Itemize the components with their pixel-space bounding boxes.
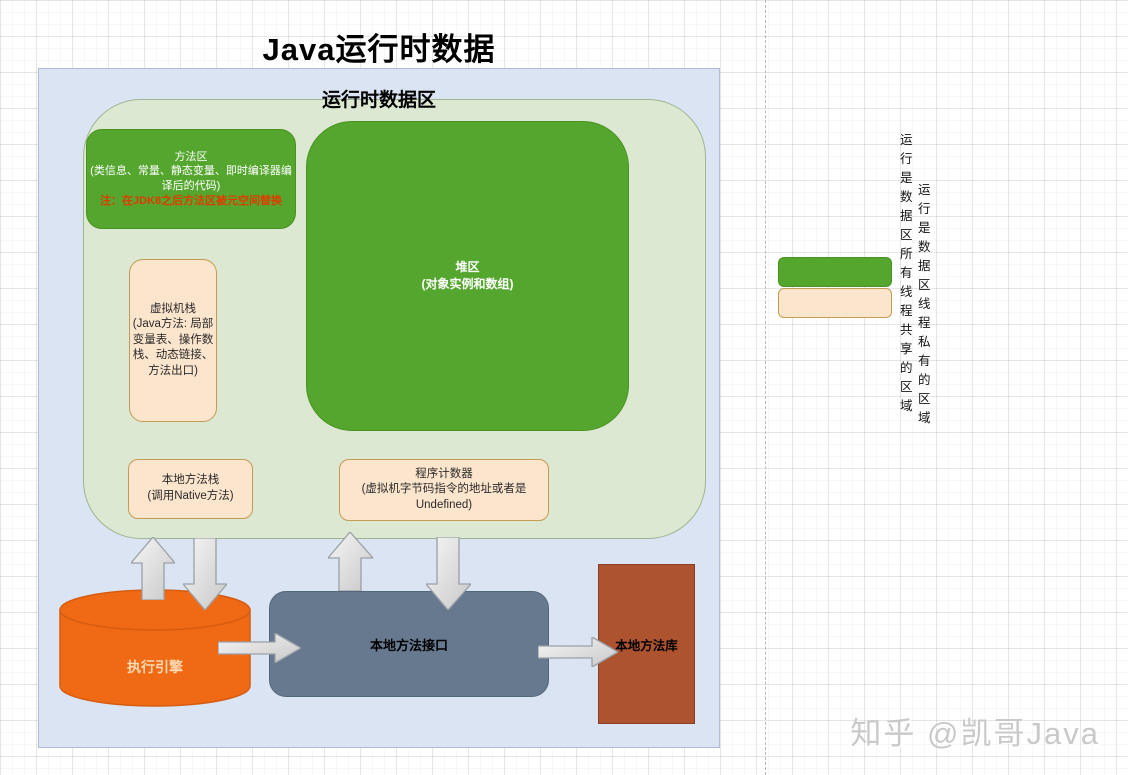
arrow-interface-to-runtime-up bbox=[328, 532, 373, 591]
arrow-engine-to-runtime-up bbox=[131, 537, 175, 600]
heap-title: 堆区 bbox=[455, 260, 480, 275]
vm-stack-desc: (Java方法: 局部变量表、操作数栈、动态链接、方法出口) bbox=[132, 318, 214, 377]
program-counter-box: 程序计数器 (虚拟机字节码指令的地址或者是 Undefined) bbox=[339, 459, 549, 521]
arrow-interface-to-library-right bbox=[538, 637, 618, 667]
legend-item-shared: 运行是数据区所有线程共享的区域 bbox=[778, 129, 913, 414]
arrow-engine-to-interface-right bbox=[218, 633, 301, 663]
legend-label-shared: 运行是数据区所有线程共享的区域 bbox=[900, 133, 913, 413]
method-area-box: 方法区 (类信息、常量、静态变量、即时编译器编译后的代码) 注：在JDK8之后方… bbox=[86, 129, 296, 229]
vm-stack-box: 虚拟机栈 (Java方法: 局部变量表、操作数栈、动态链接、方法出口) bbox=[129, 259, 217, 422]
runtime-data-area-container: 运行时数据区 方法区 (类信息、常量、静态变量、即时编译器编译后的代码) 注：在… bbox=[38, 68, 720, 748]
vm-stack-title: 虚拟机栈 bbox=[150, 302, 196, 315]
legend-item-private: 运行是数据区线程私有的区域 bbox=[778, 179, 931, 426]
legend-label-private: 运行是数据区线程私有的区域 bbox=[918, 183, 931, 425]
native-method-library-label: 本地方法库 bbox=[615, 638, 678, 653]
arrow-runtime-to-interface-down bbox=[426, 537, 471, 610]
watermark: 知乎 @凯哥Java bbox=[850, 716, 1100, 751]
cylinder-shape bbox=[59, 589, 251, 707]
runtime-data-area-title: 运行时数据区 bbox=[321, 90, 436, 111]
method-area-desc: (类信息、常量、静态变量、即时编译器编译后的代码) bbox=[90, 165, 292, 192]
page-boundary-dashed-line bbox=[765, 0, 766, 775]
native-method-stack-title: 本地方法栈 bbox=[161, 474, 220, 487]
legend-swatch-shared bbox=[778, 256, 892, 287]
program-counter-title: 程序计数器 bbox=[415, 467, 473, 480]
native-method-interface-label: 本地方法接口 bbox=[369, 637, 448, 653]
native-method-interface-box: 本地方法接口 bbox=[269, 591, 549, 697]
execution-engine-cylinder: 执行引擎 bbox=[59, 589, 251, 707]
program-counter-desc: (虚拟机字节码指令的地址或者是 Undefined) bbox=[361, 483, 527, 511]
native-method-library-box: 本地方法库 bbox=[598, 564, 695, 724]
arrow-runtime-to-engine-down bbox=[183, 538, 227, 610]
heap-desc: (对象实例和数组) bbox=[421, 277, 514, 291]
method-area-title: 方法区 bbox=[174, 150, 208, 163]
native-method-stack-box: 本地方法栈 (调用Native方法) bbox=[128, 459, 253, 519]
execution-engine-label: 执行引擎 bbox=[127, 659, 183, 676]
legend-swatch-private bbox=[778, 287, 892, 318]
native-method-stack-desc: (调用Native方法) bbox=[147, 490, 234, 502]
page-title: Java运行时数据 bbox=[262, 32, 496, 67]
heap-area-box: 堆区 (对象实例和数组) bbox=[306, 121, 629, 431]
method-area-note: 注：在JDK8之后方法区被元空间替换 bbox=[99, 194, 283, 207]
